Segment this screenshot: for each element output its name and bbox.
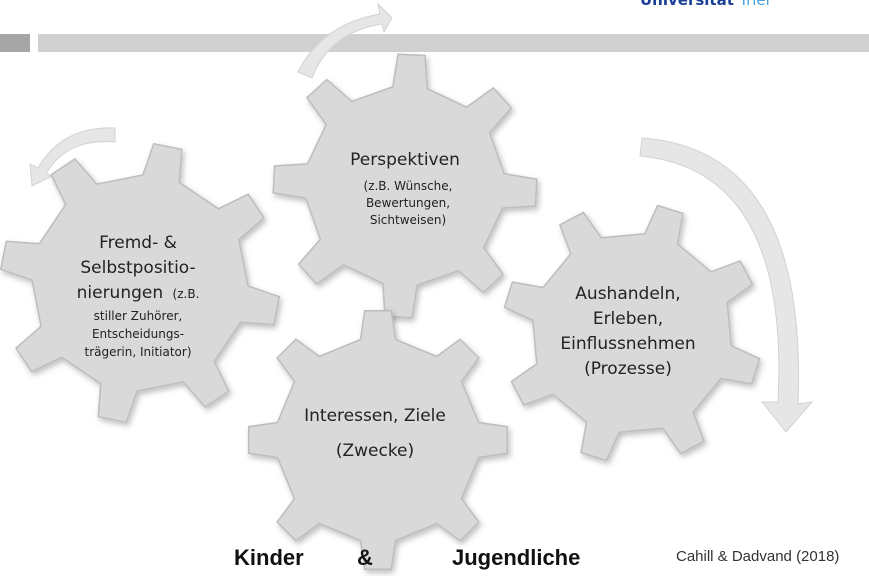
gear-title-line: Interessen, Ziele [304,406,446,426]
curved-arrow-icon [297,2,393,79]
gear-texts-layer: Perspektiven (z.B. Wünsche, Bewertungen,… [77,150,696,461]
gear-detail-line: trägerin, Initiator) [84,345,191,359]
gear-title-perspektiven: Perspektiven [350,150,460,170]
gear-title-line: (Prozesse) [584,359,672,379]
gear-title-line: Aushandeln, [575,284,680,304]
logo-suffix: Trier [739,0,772,9]
label-kinder: Kinder [234,545,304,570]
gear-perspektiven-icon [272,53,538,319]
university-logo: Universität Trier [640,0,772,9]
curved-arrow-icon [639,137,814,433]
logo-prefix: Universität [640,0,734,9]
gear-detail-line: Bewertungen, [366,196,450,210]
gear-title-line: Selbstpositio- [80,258,195,278]
header-bar-right [38,34,869,52]
gear-detail-line: (z.B. Wünsche, [364,179,453,193]
gear-title-part: nierungen [77,283,164,303]
gear-positionierungen-icon [0,142,281,424]
label-jugendliche: Jugendliche [452,545,581,570]
gears-layer [0,53,761,571]
arrows-layer [29,2,814,433]
gear-detail-part: (z.B. [173,287,200,301]
gear-title-line: Einflussnehmen [560,334,695,354]
gear-detail-line: stiller Zuhörer, [94,309,183,323]
gear-detail-line: Entscheidungs- [92,327,184,341]
curved-arrow-icon [29,127,116,187]
gear-detail-line: Sichtweisen) [370,213,446,227]
gear-title-line: (Zwecke) [336,441,414,461]
gear-title-line: Erleben, [593,309,663,329]
gear-title-line: nierungen (z.B. [77,283,200,303]
gear-interessen-icon [247,309,509,571]
header-bar-left [0,34,30,52]
gear-title-line: Fremd- & [99,233,177,253]
gear-aushandeln-icon [503,204,761,462]
label-ampersand: & [357,545,373,570]
citation: Cahill & Dadvand (2018) [676,548,840,565]
